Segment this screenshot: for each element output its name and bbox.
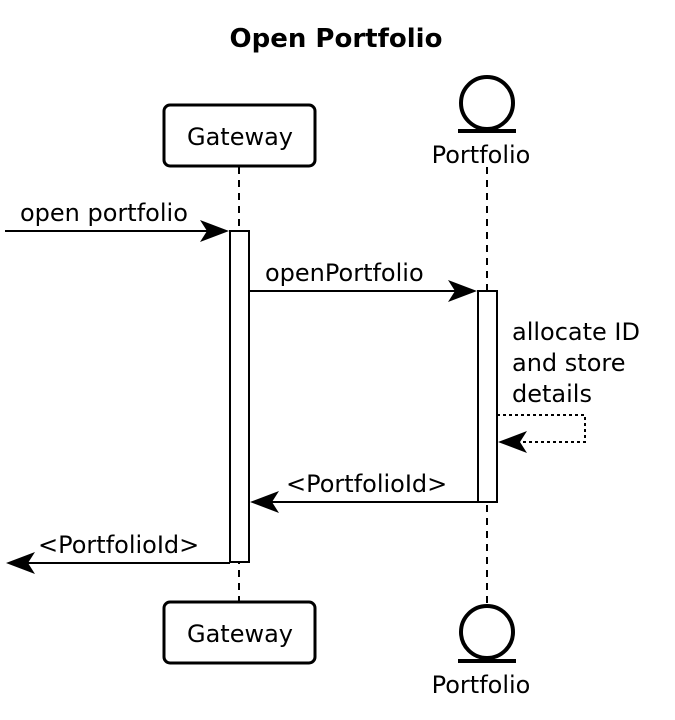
gateway-activation-bar [229,230,250,563]
message-label: openPortfolio [265,259,424,287]
gateway-participant-top: Gateway [162,103,317,168]
portfolio-entity-top: Portfolio [432,75,531,169]
message-label-line: details [512,380,592,408]
message-label: open portfolio [20,199,188,227]
message-label-line: and store [512,349,625,377]
message-return-portfolioid: <PortfolioId> [250,470,478,513]
message-label: <PortfolioId> [38,531,199,559]
message-open-portfolio: open portfolio [5,199,229,242]
diagram-title: Open Portfolio [230,24,443,54]
portfolio-label-bottom: Portfolio [432,671,531,699]
message-label: <PortfolioId> [286,470,447,498]
entity-icon [459,604,515,660]
gateway-label-top: Gateway [187,123,293,151]
gateway-participant-bottom: Gateway [162,600,317,665]
gateway-label-bottom: Gateway [187,620,293,648]
portfolio-activation-bar [477,290,498,503]
message-return-external: <PortfolioId> [6,531,230,574]
entity-icon [459,75,515,131]
portfolio-entity-bottom: Portfolio [432,604,531,699]
message-self-allocate: allocate ID and store details [497,318,640,453]
portfolio-label-top: Portfolio [432,141,531,169]
message-label-line: allocate ID [512,318,640,346]
message-openportfolio: openPortfolio [249,259,477,302]
